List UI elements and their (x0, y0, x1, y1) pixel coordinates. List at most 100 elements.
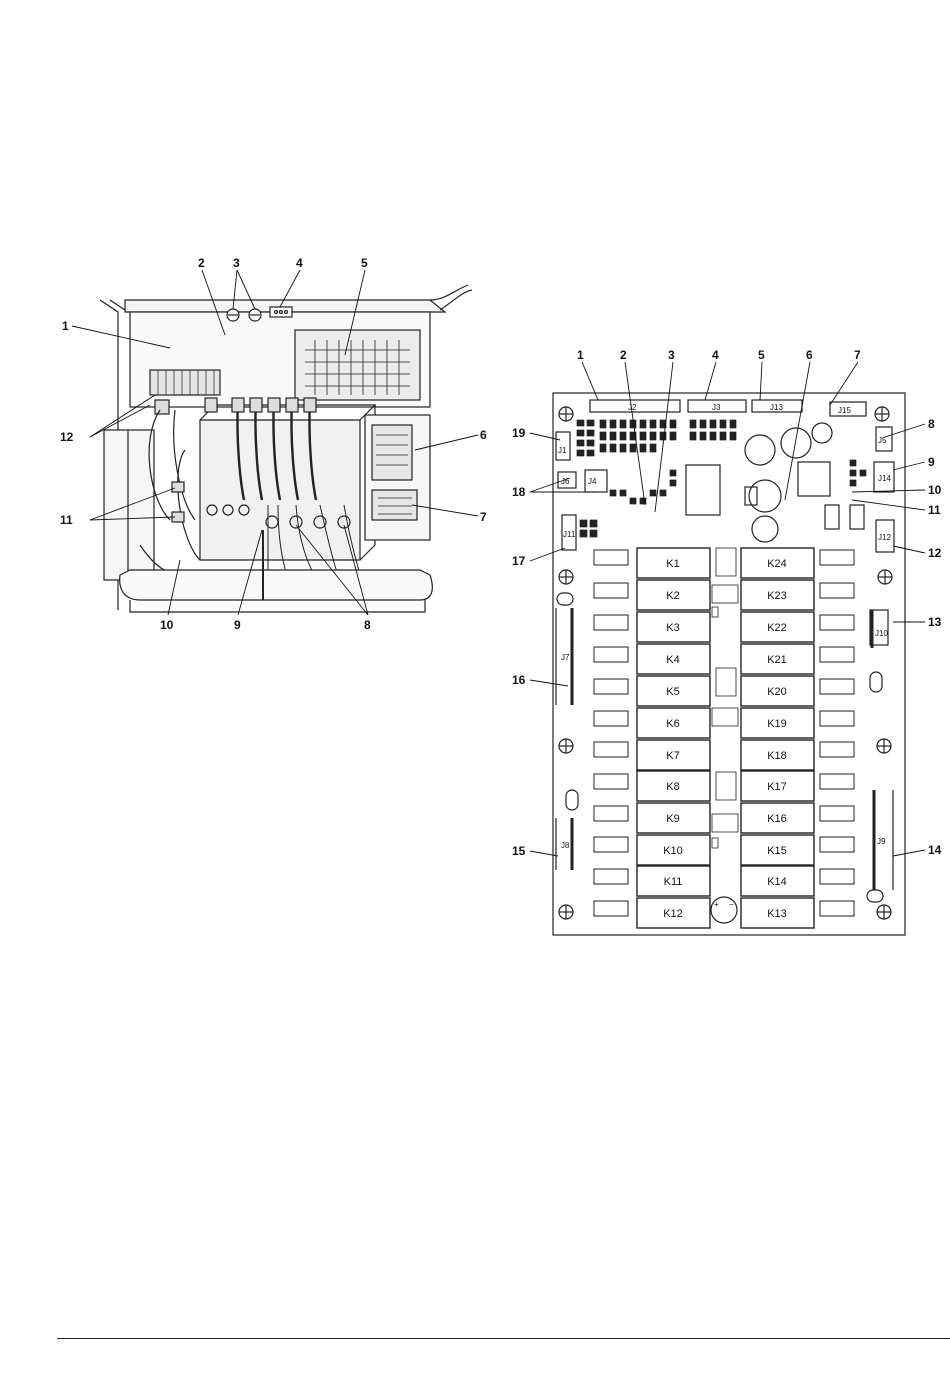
left-callout-5: 5 (361, 256, 368, 270)
relay-k15: K15 (741, 835, 814, 865)
relay-k7: K7 (637, 740, 710, 770)
right-callout-11: 11 (928, 503, 941, 517)
connector-j11: J11 (563, 530, 576, 539)
relay-label: K6 (666, 718, 679, 730)
relay-k14: K14 (741, 866, 814, 896)
left-callout-6: 6 (480, 428, 487, 442)
relay-label: K13 (767, 908, 787, 920)
connector-j13: J13 (770, 403, 783, 412)
relay-label: K15 (767, 845, 787, 857)
relay-k1: K1 (637, 548, 710, 578)
relay-k3: K3 (637, 612, 710, 642)
right-callout-4: 4 (712, 348, 719, 362)
right-callout-18: 18 (512, 485, 526, 499)
left-callout-3: 3 (233, 256, 240, 270)
right-callout-13: 13 (928, 615, 942, 629)
relay-k21: K21 (741, 644, 814, 674)
right-callout-3: 3 (668, 348, 675, 362)
relay-label: K11 (664, 876, 683, 888)
connector-j15: J15 (838, 406, 851, 415)
relay-k4: K4 (637, 644, 710, 674)
connector-j9: J9 (877, 837, 886, 846)
connector-j10: J10 (875, 629, 888, 638)
right-callout-8: 8 (928, 417, 935, 431)
relay-label: K24 (767, 558, 787, 570)
relay-k12: K12 (637, 898, 710, 928)
connector-j4: J4 (588, 477, 597, 486)
right-callout-17: 17 (512, 554, 526, 568)
relay-label: K17 (767, 781, 787, 793)
relay-k8: K8 (637, 771, 710, 801)
connector-j5: J5 (878, 436, 887, 445)
left-callout-12: 12 (60, 430, 74, 444)
relay-label: K5 (666, 686, 679, 698)
relay-label: K9 (666, 813, 679, 825)
relay-k5: K5 (637, 676, 710, 706)
pcb-board (553, 393, 905, 935)
capacitor-plus: + (714, 900, 719, 909)
footer-rule (57, 1338, 950, 1339)
left-callout-10: 10 (160, 618, 174, 632)
right-callout-12: 12 (928, 546, 942, 560)
relay-k18: K18 (741, 740, 814, 770)
relay-k22: K22 (741, 612, 814, 642)
left-callout-7: 7 (480, 510, 487, 524)
relay-label: K2 (666, 590, 679, 602)
relay-k9: K9 (637, 803, 710, 833)
relays-right-column: K24 K23 K22 K21 K20 K19 K18 K17 K16 K15 … (741, 548, 814, 928)
connector-j2: J2 (628, 403, 637, 412)
relay-k2: K2 (637, 580, 710, 610)
relay-label: K7 (666, 750, 679, 762)
relay-label: K10 (663, 845, 683, 857)
left-callout-4: 4 (296, 256, 303, 270)
relay-label: K16 (767, 813, 787, 825)
relay-label: K23 (767, 590, 787, 602)
connector-j3: J3 (712, 403, 721, 412)
right-callout-15: 15 (512, 844, 526, 858)
relay-k19: K19 (741, 708, 814, 738)
right-callout-5: 5 (758, 348, 765, 362)
relay-label: K1 (666, 558, 679, 570)
connector-j8: J8 (561, 841, 570, 850)
cabinet-illustration (100, 285, 472, 612)
right-callout-1: 1 (577, 348, 584, 362)
relay-k16: K16 (741, 803, 814, 833)
connector-j1: J1 (558, 446, 567, 455)
capacitor-minus: − (729, 900, 734, 909)
relay-k23: K23 (741, 580, 814, 610)
right-callout-9: 9 (928, 455, 935, 469)
right-callout-16: 16 (512, 673, 526, 687)
right-callout-19: 19 (512, 426, 526, 440)
left-callout-8: 8 (364, 618, 371, 632)
relay-label: K21 (767, 654, 787, 666)
relay-k10: K10 (637, 835, 710, 865)
relay-k24: K24 (741, 548, 814, 578)
relay-label: K12 (663, 908, 683, 920)
relays-left-column: K1 K2 K3 K4 K5 K6 K7 K8 K9 K10 K11 K12 (637, 548, 710, 928)
relay-label: K14 (767, 876, 787, 888)
relay-label: K8 (666, 781, 679, 793)
relay-k13: K13 (741, 898, 814, 928)
right-callout-10: 10 (928, 483, 942, 497)
relay-label: K20 (767, 686, 787, 698)
right-callout-2: 2 (620, 348, 627, 362)
relay-label: K18 (767, 750, 787, 762)
connector-j12: J12 (878, 533, 891, 542)
relay-k20: K20 (741, 676, 814, 706)
relay-k17: K17 (741, 771, 814, 801)
right-callout-14: 14 (928, 843, 942, 857)
connector-j14: J14 (878, 474, 891, 483)
relay-k6: K6 (637, 708, 710, 738)
relay-label: K22 (767, 622, 787, 634)
left-callout-1: 1 (62, 319, 69, 333)
relay-k11: K11 (637, 866, 710, 896)
connector-j7: J7 (561, 653, 570, 662)
left-callout-11: 11 (60, 513, 73, 527)
right-callout-6: 6 (806, 348, 813, 362)
right-callout-7: 7 (854, 348, 861, 362)
relay-label: K3 (666, 622, 679, 634)
left-callout-2: 2 (198, 256, 205, 270)
left-callout-9: 9 (234, 618, 241, 632)
relay-label: K19 (767, 718, 787, 730)
